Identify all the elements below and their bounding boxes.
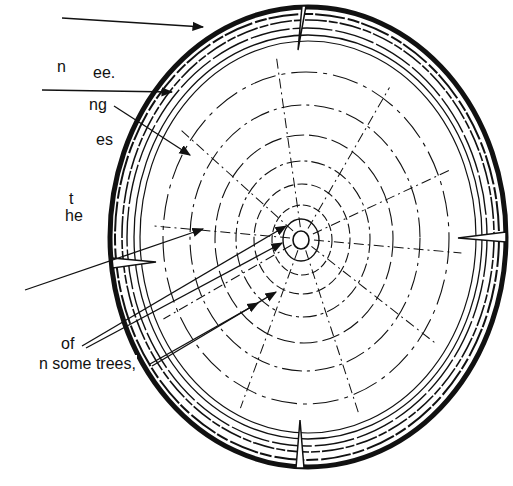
part-label: t bbox=[68, 190, 74, 208]
bark-ring bbox=[122, 20, 494, 452]
part-label: n bbox=[56, 58, 67, 76]
leader-arrow bbox=[25, 229, 203, 290]
growth-ring bbox=[283, 219, 319, 261]
wood-ray bbox=[276, 56, 300, 227]
growth-ring bbox=[272, 205, 332, 275]
leader-arrow bbox=[152, 292, 276, 366]
wood-ray bbox=[306, 250, 359, 415]
part-label: es bbox=[95, 131, 114, 149]
growth-rings bbox=[163, 72, 449, 404]
part-label: ee. bbox=[92, 64, 116, 82]
wood-ray bbox=[313, 169, 452, 234]
wood-ray bbox=[314, 240, 461, 253]
bark-ring bbox=[115, 14, 499, 460]
growth-ring bbox=[236, 161, 370, 317]
bark-ring bbox=[134, 35, 482, 439]
leader-arrow bbox=[82, 226, 286, 346]
wood-ray bbox=[240, 250, 297, 408]
wood-ray bbox=[308, 87, 390, 228]
growth-ring bbox=[254, 184, 350, 294]
wood-ray bbox=[163, 245, 291, 319]
part-label: of bbox=[60, 335, 75, 353]
leader-arrow bbox=[42, 90, 172, 92]
leader-arrow bbox=[114, 106, 190, 155]
wood-ray bbox=[179, 129, 293, 231]
cracks bbox=[112, 6, 506, 468]
bark-outline bbox=[110, 7, 506, 467]
part-label: n some trees, bbox=[38, 355, 137, 373]
bark-crack bbox=[112, 258, 156, 268]
wood-rays bbox=[153, 56, 462, 415]
wood-ray bbox=[311, 246, 436, 343]
bark bbox=[110, 7, 506, 467]
bark-crack bbox=[296, 420, 304, 468]
part-label: ng bbox=[88, 96, 108, 114]
pith bbox=[293, 231, 309, 249]
growth-ring bbox=[190, 105, 420, 371]
leader-lines bbox=[25, 18, 286, 366]
leader-arrow bbox=[86, 243, 282, 348]
leader-arrow bbox=[62, 18, 203, 27]
growth-ring bbox=[163, 72, 449, 404]
bark-crack bbox=[458, 232, 506, 242]
cambium-ring bbox=[140, 41, 476, 433]
bark-crack bbox=[298, 6, 306, 50]
part-label: he bbox=[64, 207, 84, 225]
